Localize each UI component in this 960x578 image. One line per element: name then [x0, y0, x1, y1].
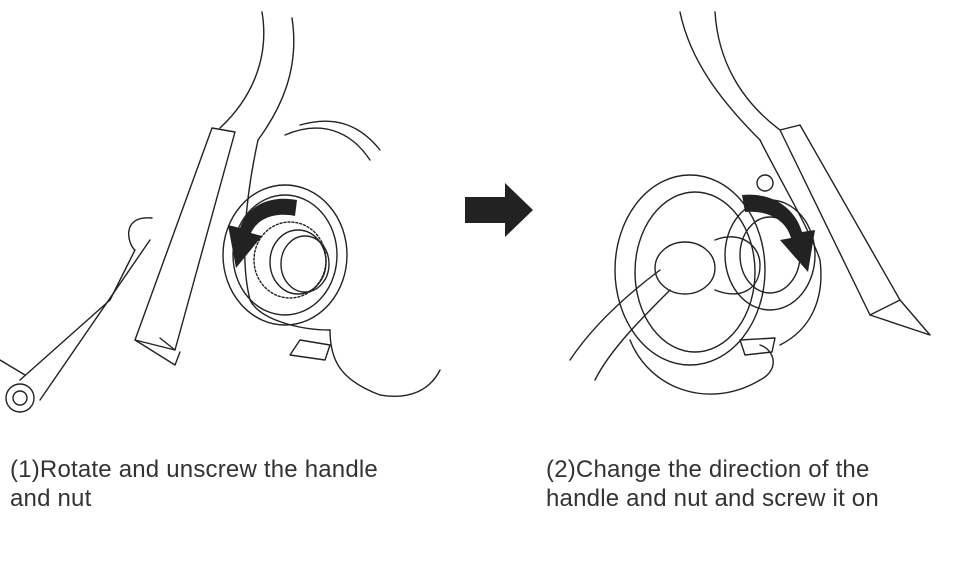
- instruction-illustration: [0, 11, 931, 413]
- reel-step2-drawing: [569, 11, 931, 395]
- next-step-arrow-icon: [465, 183, 533, 237]
- step1-caption-line2: and nut: [10, 485, 92, 512]
- clockwise-arrow-icon: [742, 194, 815, 272]
- reel-step1-drawing: [0, 11, 441, 413]
- step1-caption-line1: (1)Rotate and unscrew the handle: [10, 456, 378, 483]
- step1-caption: (1)Rotate and unscrew the handle and nut: [10, 455, 378, 513]
- step2-caption-line2: handle and nut and screw it on: [546, 485, 879, 512]
- step2-caption-line1: (2)Change the direction of the: [546, 456, 870, 483]
- step2-caption: (2)Change the direction of the handle an…: [546, 455, 879, 513]
- counterclockwise-arrow-icon: [228, 198, 297, 268]
